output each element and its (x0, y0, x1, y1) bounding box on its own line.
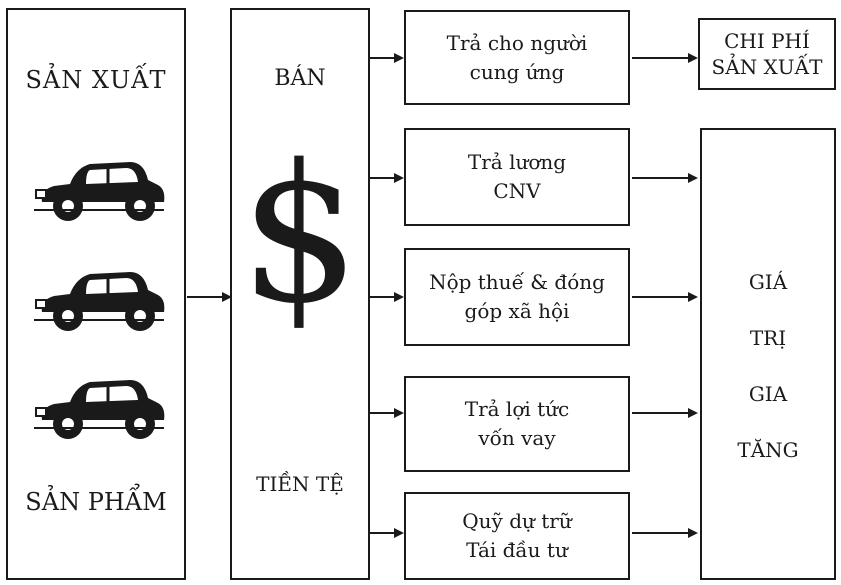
dollar-sign-icon: $ (239, 124, 361, 345)
cost-line: CHI PHÍ (724, 29, 810, 53)
car-icon (34, 272, 165, 331)
box-line: CNV (493, 179, 541, 203)
box-line: góp xã hội (464, 299, 570, 323)
value-added-word: TĂNG (737, 438, 799, 462)
cost-line: SẢN XUẤT (711, 55, 823, 79)
supplier-payment-box: Trả cho người cung ứng (404, 10, 630, 105)
value-added-box: GIÁ TRỊ GIA TĂNG (700, 128, 836, 580)
currency-label: TIỀN TỆ (256, 472, 344, 496)
box-line: Trả lương (467, 150, 567, 174)
value-added-word: GIA (748, 382, 788, 406)
box-line: Trả lợi tức (464, 397, 570, 421)
taxes-box: Nộp thuế & đóng góp xã hội (404, 248, 630, 346)
box-line: Trả cho người (446, 30, 588, 55)
product-label: SẢN PHẨM (25, 488, 167, 516)
sale-label: BÁN (274, 66, 326, 91)
box-line: cung ứng (469, 59, 565, 84)
box-line: Tái đầu tư (466, 538, 568, 562)
money-box: BÁN $ TIỀN TỆ (230, 8, 370, 580)
box-line: Nộp thuế & đóng (429, 270, 605, 294)
value-added-word: GIÁ (748, 270, 788, 294)
value-added-word: TRỊ (749, 326, 787, 350)
production-label: SẢN XUẤT (25, 66, 167, 94)
box-line: Quỹ dự trữ (462, 509, 572, 533)
box-line: vốn vay (478, 426, 556, 450)
production-cost-box: CHI PHÍ SẢN XUẤT (698, 18, 836, 90)
car-icon (34, 162, 165, 221)
car-icon (34, 380, 165, 439)
production-box: SẢN XUẤT SẢN PHẨM (6, 8, 186, 580)
wages-box: Trả lương CNV (404, 128, 630, 226)
interest-box: Trả lợi tức vốn vay (404, 376, 630, 472)
reserve-box: Quỹ dự trữ Tái đầu tư (404, 492, 630, 580)
